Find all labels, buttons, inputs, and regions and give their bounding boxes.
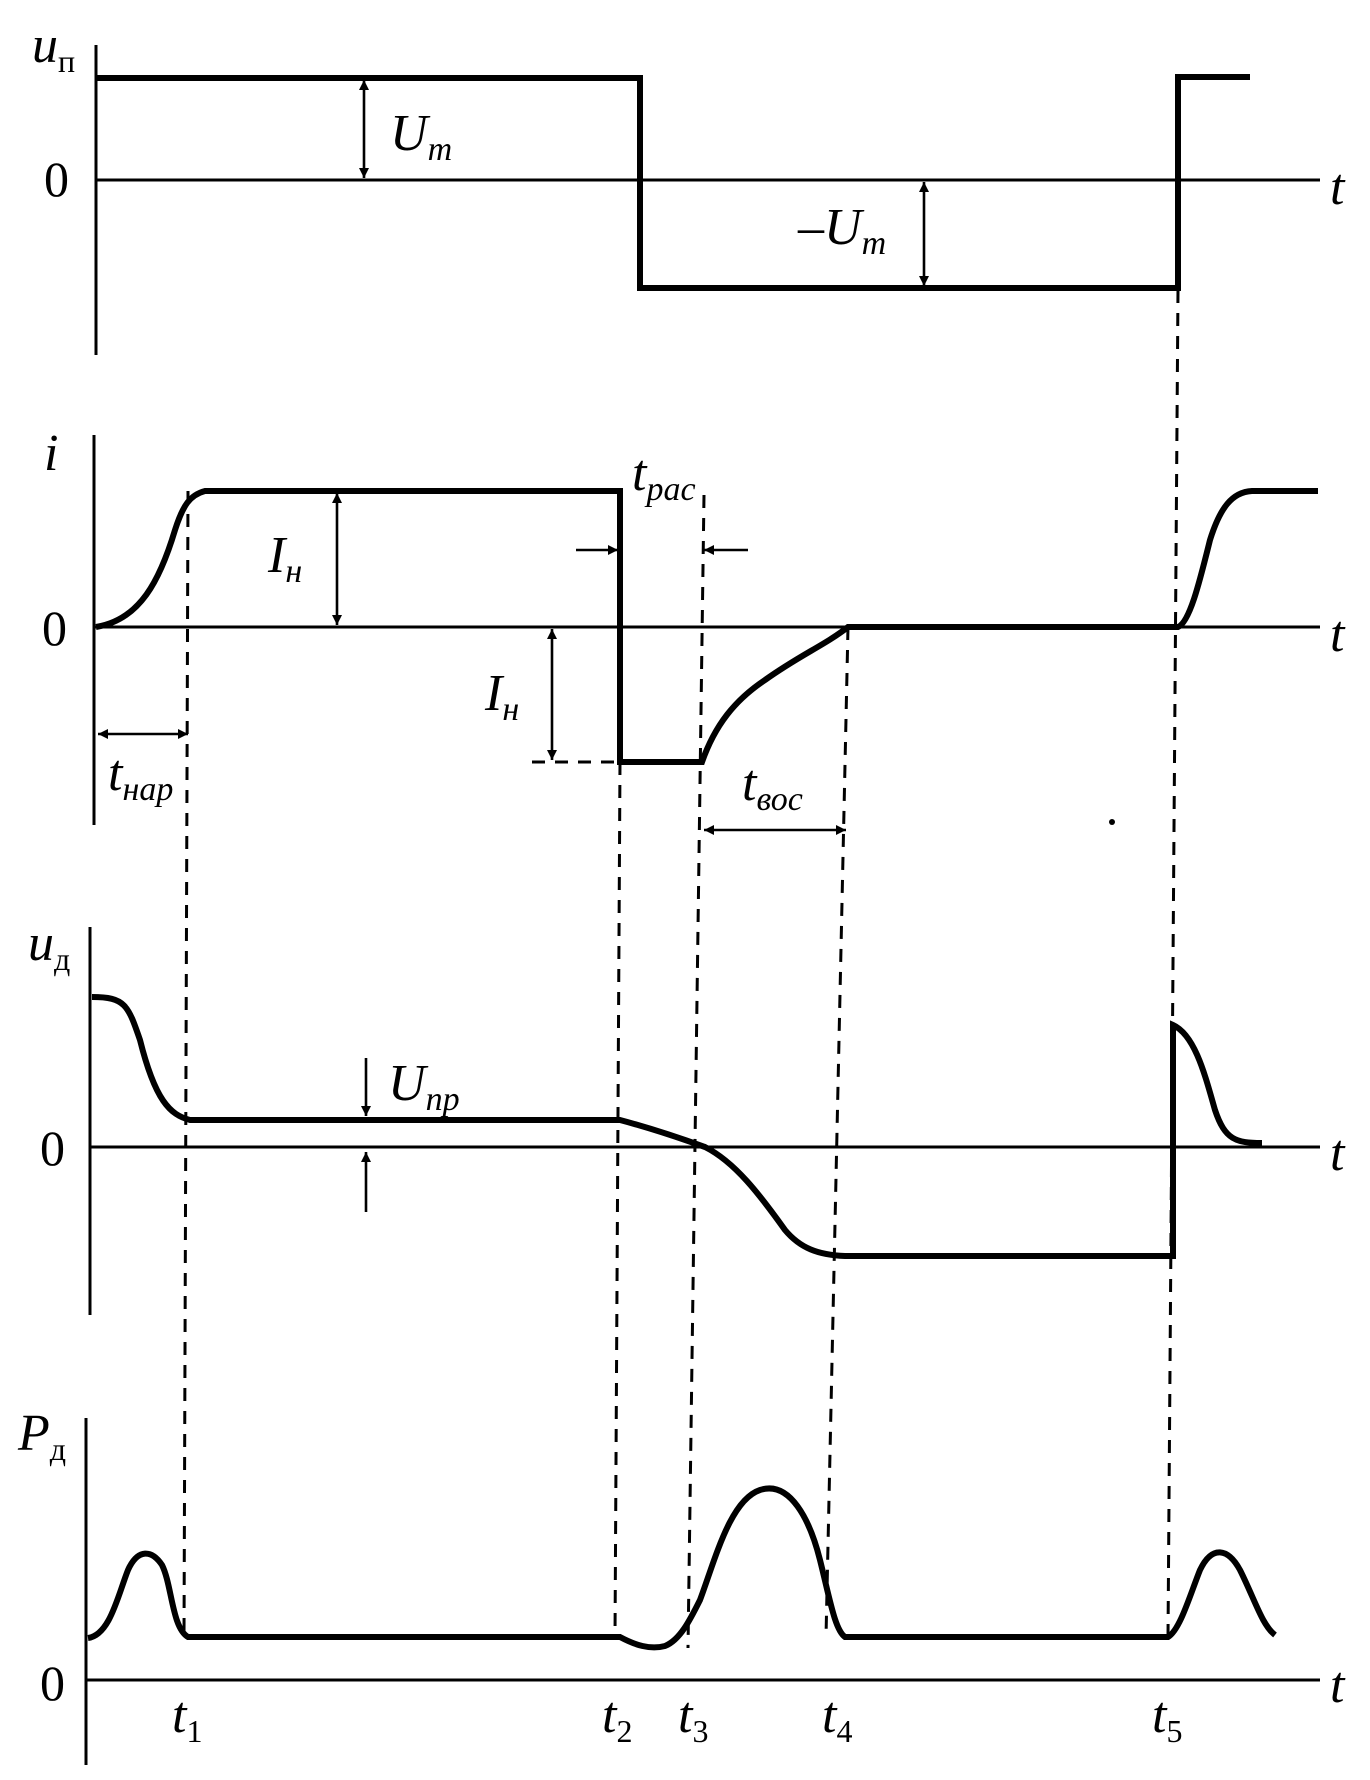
panel-source-voltage: uп 0 t Um –Um: [32, 17, 1346, 355]
source-voltage-waveform: [96, 74, 1250, 291]
t-recovery-label: tвос: [742, 755, 803, 818]
time-mark-t4: t4: [822, 1687, 852, 1749]
axis-label: uд: [28, 915, 70, 977]
time-mark-t5: t5: [1152, 1687, 1182, 1749]
zero-label: 0: [40, 1655, 65, 1711]
guide-t2: [613, 761, 622, 1638]
current-waveform: [95, 488, 1318, 765]
guide-t5: [1166, 289, 1180, 1638]
axis-label: i: [44, 425, 58, 482]
time-axis-label: t: [1330, 1125, 1346, 1182]
guide-t3: [686, 494, 706, 1649]
um-label: Um: [390, 105, 452, 168]
zero-label: 0: [44, 151, 69, 207]
t-storage-label: tрас: [632, 445, 696, 508]
panel-diode-power: Pд 0 t t1 t2 t3 t4 t5: [17, 1405, 1346, 1765]
guide-t4: [824, 626, 850, 1638]
zero-label: 0: [40, 1120, 65, 1176]
axis-label: uп: [32, 17, 75, 79]
time-axis-label: t: [1330, 159, 1346, 216]
diode-voltage-waveform: [91, 994, 1263, 1259]
zero-label: 0: [42, 600, 67, 656]
u-forward-label: Uпр: [388, 1055, 460, 1118]
time-mark-t2: t2: [602, 1687, 632, 1749]
in-positive-label: Iн: [267, 527, 302, 590]
stray-dot: [1109, 819, 1115, 825]
time-mark-t3: t3: [678, 1687, 708, 1749]
time-guides: [182, 289, 1180, 1649]
time-axis-label: t: [1330, 1657, 1346, 1714]
axis-label: Pд: [17, 1405, 66, 1467]
diode-power-waveform: [87, 1485, 1278, 1651]
t-rise-label: tнар: [108, 745, 173, 808]
guide-t1: [182, 490, 190, 1638]
minus-um-label: –Um: [797, 199, 886, 262]
time-mark-t1: t1: [172, 1687, 202, 1749]
panel-current: i 0 t Iн Iн tнар tрас tвос: [42, 425, 1346, 835]
in-negative-label: Iн: [484, 665, 519, 728]
time-axis-label: t: [1330, 606, 1346, 663]
panel-diode-voltage: uд 0 t Uпр: [28, 915, 1346, 1315]
